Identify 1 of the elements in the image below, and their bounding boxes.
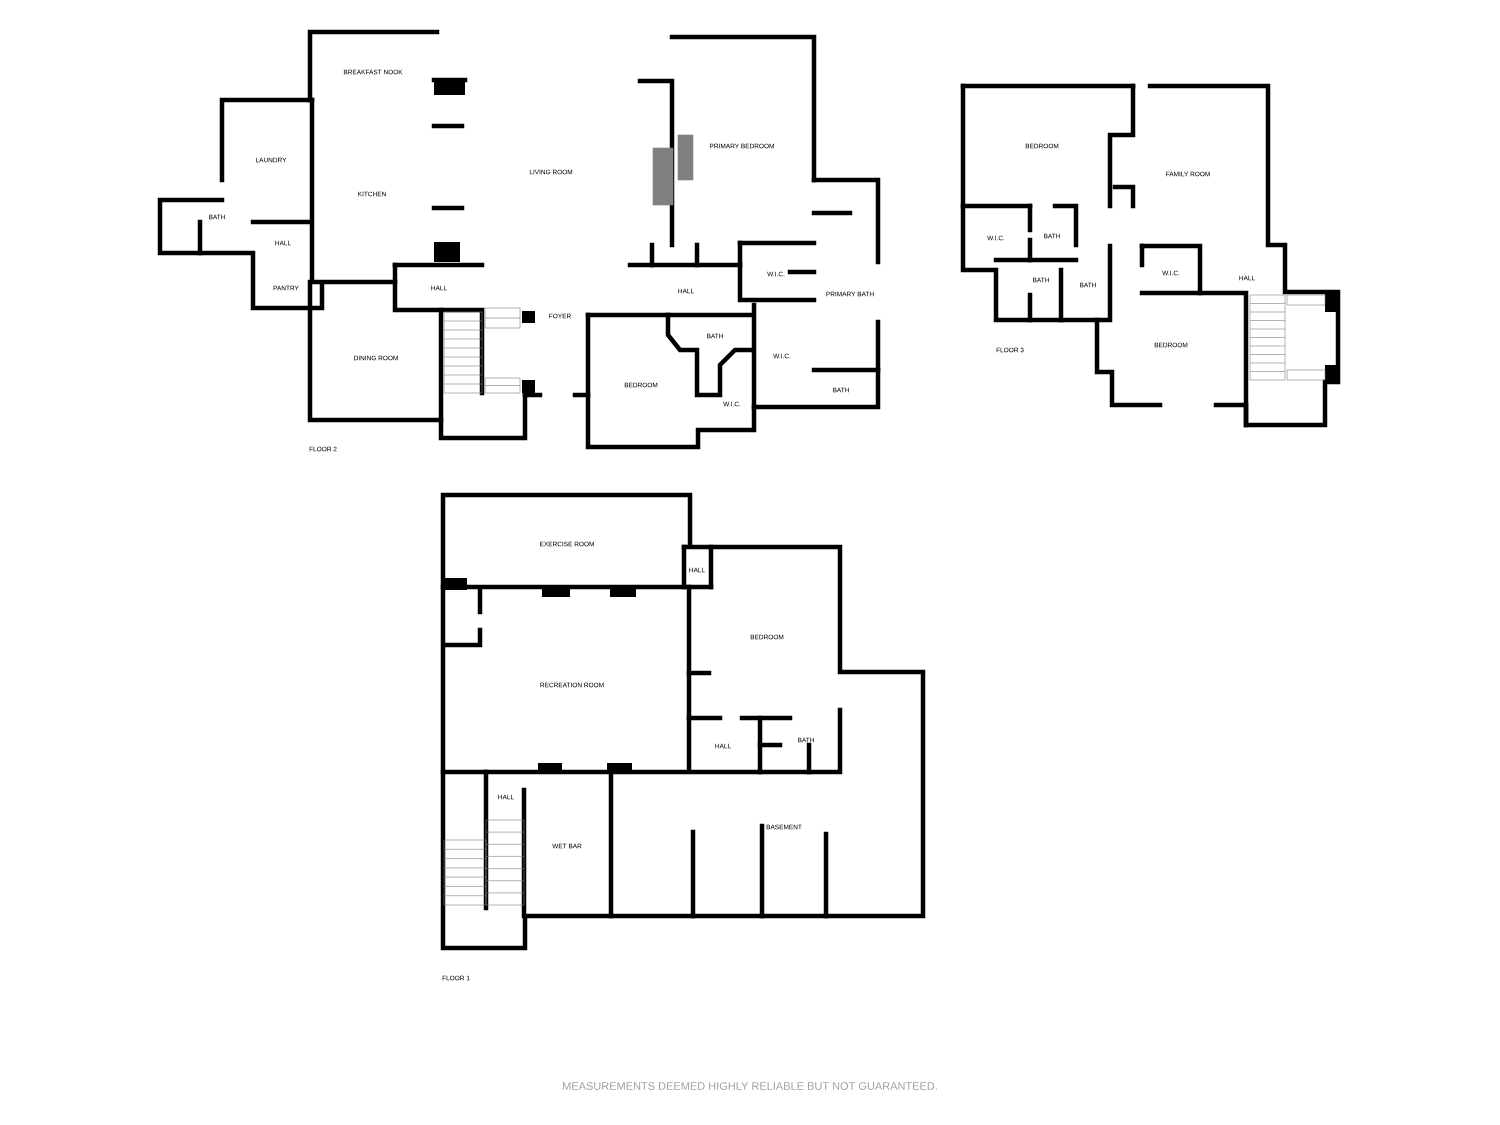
- footer-note: MEASUREMENTS DEEMED HIGHLY RELIABLE BUT NOT GUARANTEED.: [563, 1082, 937, 1090]
